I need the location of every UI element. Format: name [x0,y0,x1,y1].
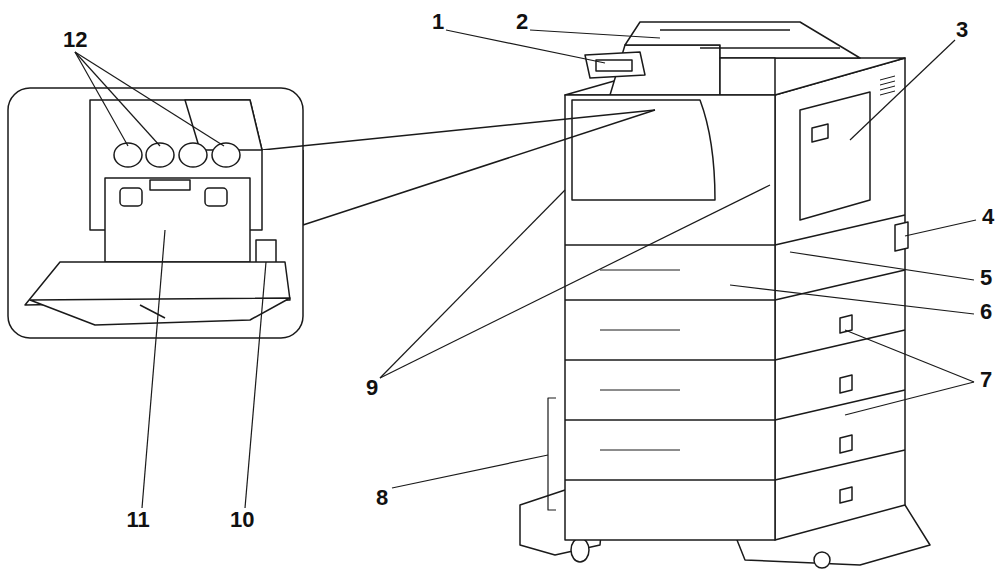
control-panel [585,52,645,78]
cartridge-handle [120,188,142,206]
side-connector [895,222,908,251]
drawer-detail [600,330,680,331]
side-drawer-line [775,330,905,360]
callout-number: 10 [230,508,254,532]
side-vent [880,76,895,95]
zoom-line [303,110,655,225]
side-drawer-line [775,270,905,300]
callout-number: 1 [432,10,444,34]
drawer-handle [840,315,852,503]
callout-number: 7 [980,368,992,392]
bracket [548,398,556,510]
front-door [572,100,715,200]
top-stacker [625,22,860,58]
inset-edge [302,150,304,225]
caster [814,552,830,568]
side-panel [775,58,905,540]
drawer-line [565,359,775,361]
door-hinge [140,305,165,318]
tray-line [660,29,790,31]
side-drawer-line [775,215,905,245]
callout-number: 11 [127,508,150,532]
callout-number: 8 [376,486,388,510]
side-door [800,92,870,220]
callout-number: 2 [516,10,528,34]
drawer-line [565,479,775,481]
drawer-detail [600,270,680,271]
leader-line [75,30,976,508]
callout-number: 12 [63,28,87,52]
drawer-line [565,299,775,301]
callout-number: 6 [980,300,992,324]
callout-number: 5 [980,266,992,290]
cartridge-handle [205,188,227,206]
callout-number: 3 [956,18,968,42]
callout-number: 9 [366,376,378,400]
cartridge-tab [150,180,190,190]
drawer-detail [600,450,680,451]
callout-number: 4 [982,205,994,229]
toner-cartridge [114,143,240,167]
drawer-line [565,244,775,246]
waste-cartridge [105,178,250,262]
door-latch [812,124,828,142]
drawer-line [565,419,775,421]
front-face [565,95,775,540]
side-drawer-line [775,450,905,480]
inset-frame [8,88,303,338]
tray-line [700,47,840,49]
top-right-block [720,58,775,95]
drawer-detail [600,390,680,391]
caster [571,538,589,562]
open-door-lower [30,298,290,325]
